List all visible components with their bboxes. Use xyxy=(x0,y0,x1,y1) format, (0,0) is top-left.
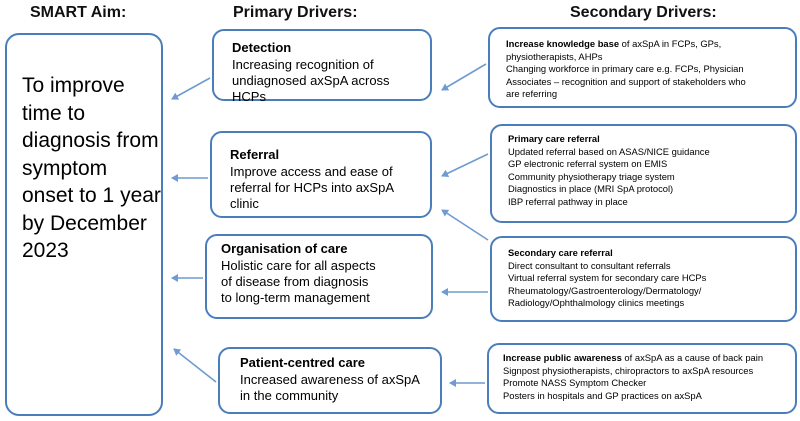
arrow-knowledge-to-detection xyxy=(441,63,487,91)
secondary-driver-item: Radiology/Ophthalmology clinics meetings xyxy=(508,297,685,309)
primary-driver-description: Increased awareness of axSpA in the comm… xyxy=(240,372,420,403)
arrow-patient-to-aim xyxy=(173,348,217,383)
secondary-driver-item: Direct consultant to consultant referral… xyxy=(508,259,671,271)
secondary-driver-title: Primary care referral xyxy=(508,133,600,144)
secondary-driver-item: Diagnostics in place (MRI SpA protocol) xyxy=(508,183,674,195)
secondary-driver-item: Updated referral based on ASAS/NICE guid… xyxy=(508,145,710,157)
secondary-driver-title: Secondary care referral xyxy=(508,247,613,258)
secondary-driver-item: GP electronic referral system on EMIS xyxy=(508,158,668,170)
primary-driver-referral: Referral Improve access and ease of refe… xyxy=(210,131,432,218)
primary-driver-title: Referral xyxy=(230,147,280,162)
secondary-driver-item: Associates – recognition and support of … xyxy=(506,75,746,87)
smart-aim-box xyxy=(5,33,163,416)
secondary-driver-item: Virtual referral system for secondary ca… xyxy=(508,272,707,284)
secondary-driver-first-line: Increase knowledge base of axSpA in FCPs… xyxy=(506,38,722,49)
primary-drivers-header: Primary Drivers: xyxy=(233,4,358,21)
arrow-secondary-care-to-referral xyxy=(441,209,489,241)
smart-aim-header: SMART Aim: xyxy=(30,4,127,21)
secondary-driver-item: IBP referral pathway in place xyxy=(508,195,628,207)
primary-driver-description: Improve access and ease of referral for … xyxy=(230,164,395,211)
primary-driver-title: Detection xyxy=(232,40,292,55)
secondary-driver-public-awareness: Increase public awareness of axSpA as a … xyxy=(487,343,797,414)
secondary-driver-item: Community physiotherapy triage system xyxy=(508,170,675,182)
secondary-driver-first-line: Increase public awareness of axSpA as a … xyxy=(503,352,764,363)
secondary-driver-item: Posters in hospitals and GP practices on… xyxy=(503,389,702,401)
secondary-driver-primary-care-referral: Primary care referral Updated referral b… xyxy=(490,124,797,223)
secondary-driver-item: Signpost physiotherapists, chiropractors… xyxy=(503,364,754,376)
primary-driver-description: Holistic care for all aspects of disease… xyxy=(221,258,376,305)
primary-driver-title: Patient-centred care xyxy=(240,355,365,370)
primary-driver-patient-centred-care: Patient-centred care Increased awareness… xyxy=(218,347,442,414)
arrow-detection-to-aim xyxy=(171,77,211,100)
secondary-driver-item: Changing workforce in primary care e.g. … xyxy=(506,63,744,75)
secondary-driver-item: are referring xyxy=(506,88,558,100)
secondary-driver-item: Promote NASS Symptom Checker xyxy=(503,377,647,389)
secondary-driver-secondary-care-referral: Secondary care referral Direct consultan… xyxy=(490,236,797,322)
primary-driver-organisation-of-care: Organisation of care Holistic care for a… xyxy=(205,234,433,319)
primary-driver-detection: Detection Increasing recognition of undi… xyxy=(212,29,432,104)
primary-driver-description: Increasing recognition of undiagnosed ax… xyxy=(232,57,390,104)
secondary-driver-item: physiotherapists, AHPs xyxy=(506,50,603,62)
secondary-drivers-header: Secondary Drivers: xyxy=(570,4,717,21)
secondary-driver-item: Rheumatology/Gastroenterology/Dermatolog… xyxy=(508,284,702,296)
secondary-driver-knowledge: Increase knowledge base of axSpA in FCPs… xyxy=(488,27,797,108)
smart-aim-text: To improve time to diagnosis from sympto… xyxy=(22,74,161,262)
primary-driver-title: Organisation of care xyxy=(221,241,348,256)
arrow-primary-care-to-referral xyxy=(441,153,489,178)
